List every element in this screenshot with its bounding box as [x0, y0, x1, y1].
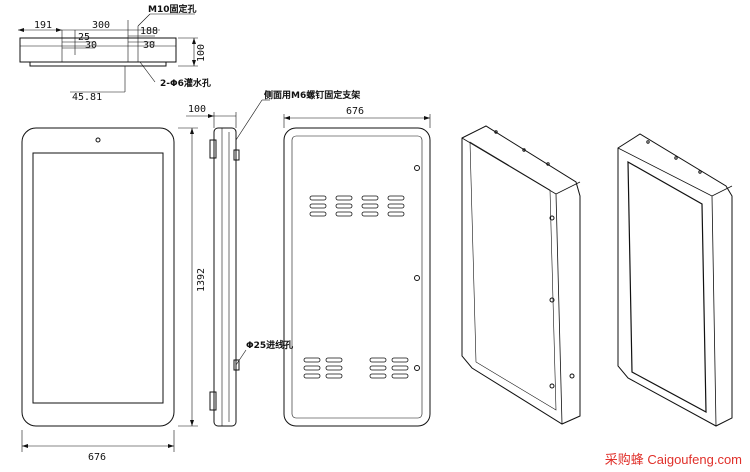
dim-30-right: 30 — [143, 40, 155, 51]
dim-191: 191 — [34, 20, 52, 31]
dim-676-front: 676 — [88, 452, 106, 463]
isometric-front-view — [617, 133, 733, 427]
dim-25: 25 — [78, 32, 90, 43]
dim-188: 188 — [140, 26, 158, 37]
dim-300: 300 — [92, 20, 110, 31]
label-drain-holes: 2-Φ6灌水孔 — [160, 77, 211, 89]
watermark: 采购蜂 Caigoufeng.com — [604, 452, 742, 467]
label-side-bracket: 侧面用M6螺钉固定支架 — [264, 89, 360, 101]
dim-100-top: 100 — [196, 44, 207, 62]
label-m10-fixing-hole: M10固定孔 — [148, 3, 196, 15]
front-view — [21, 127, 198, 452]
isometric-back-view — [461, 125, 581, 425]
dim-30-left: 30 — [85, 40, 97, 51]
dim-676-back: 676 — [346, 106, 364, 117]
top-view — [18, 13, 198, 93]
label-cable-inlet: Φ25进线孔 — [246, 339, 293, 351]
dim-45-81: 45.81 — [72, 92, 102, 103]
dim-100-side: 100 — [188, 104, 206, 115]
side-view — [186, 99, 270, 427]
back-view — [283, 114, 431, 427]
dim-1392: 1392 — [196, 268, 207, 292]
